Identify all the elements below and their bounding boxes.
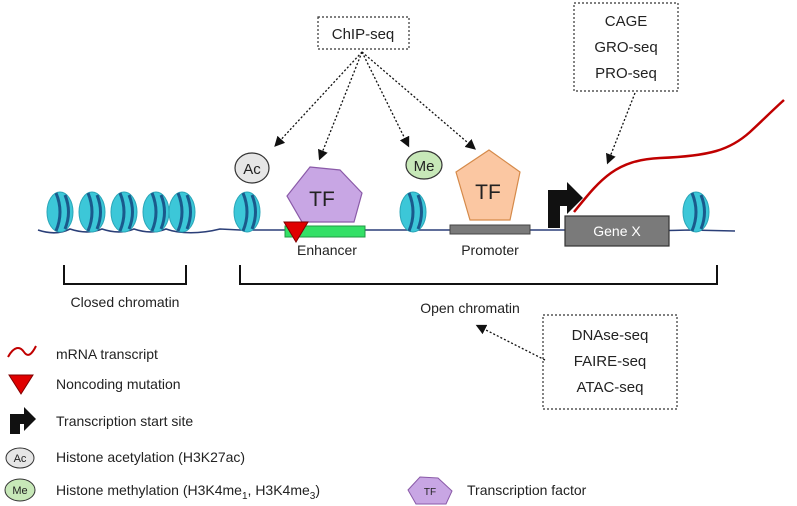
svg-text:PRO-seq: PRO-seq [595, 65, 657, 82]
svg-text:FAIRE-seq: FAIRE-seq [574, 353, 647, 370]
legend-tss-icon [10, 407, 36, 434]
methyl-mark: Me [405, 150, 443, 180]
mutation-marker [283, 221, 309, 243]
enhancer-region [284, 225, 366, 238]
gene-box [564, 215, 670, 247]
legend-methyl-icon [4, 478, 36, 502]
tf-promoter: TF [455, 149, 521, 221]
svg-text:Ac: Ac [14, 453, 27, 465]
svg-text:Transcription start site: Transcription start site [56, 413, 193, 429]
svg-text:Noncoding mutation: Noncoding mutation [56, 376, 181, 392]
chipseq-arrows [274, 51, 476, 161]
svg-text:TF: TF [475, 181, 501, 204]
open-bracket [239, 265, 718, 285]
svg-text:Me: Me [12, 485, 27, 497]
svg-text:CAGE: CAGE [605, 13, 648, 30]
legend-methylation-text: Histone methylation (H3K4me1, H3K4me3) [56, 482, 320, 502]
tf-enhancer: TF [286, 166, 363, 223]
legend: mRNA transcript Noncoding mutation Trans… [4, 345, 587, 505]
accessibility-assays-box: DNAse-seq FAIRE-seq ATAC-seq [542, 314, 678, 410]
svg-text:DNAse-seq: DNAse-seq [572, 327, 649, 344]
nucleosome-right [681, 190, 711, 234]
svg-text:ChIP-seq: ChIP-seq [332, 26, 395, 43]
legend-mrna-icon [7, 345, 37, 358]
transcription-arrow [605, 92, 636, 165]
svg-text:GRO-seq: GRO-seq [594, 39, 657, 56]
chipseq-box: ChIP-seq [317, 16, 410, 50]
svg-text:Histone acetylation (H3K27ac): Histone acetylation (H3K27ac) [56, 449, 245, 465]
promoter-label: Promoter [461, 242, 519, 258]
svg-text:Me: Me [414, 158, 435, 175]
mrna-transcript [573, 99, 785, 213]
promoter-region [449, 224, 531, 235]
legend-tf-icon [407, 476, 453, 505]
closed-bracket [63, 265, 187, 285]
gene-label: Gene X [593, 223, 641, 239]
closed-label: Closed chromatin [71, 294, 180, 310]
svg-text:ATAC-seq: ATAC-seq [577, 379, 644, 396]
svg-text:Transcription factor: Transcription factor [467, 482, 587, 498]
enhancer-label: Enhancer [297, 242, 357, 258]
nucleosome-me [398, 190, 428, 234]
svg-text:TF: TF [424, 487, 436, 498]
tss-arrow [548, 182, 583, 228]
nucleosome-ac [232, 190, 262, 234]
svg-text:mRNA transcript: mRNA transcript [56, 346, 158, 362]
accessibility-arrow [475, 324, 546, 361]
open-label: Open chromatin [420, 300, 520, 316]
legend-acetyl-icon [5, 447, 35, 469]
legend-mutation-icon [8, 374, 34, 395]
svg-text:Ac: Ac [243, 161, 261, 178]
svg-text:TF: TF [309, 188, 335, 211]
closed-nucleosomes [45, 190, 197, 234]
acetyl-mark: Ac [234, 152, 270, 184]
transcription-assays-box: CAGE GRO-seq PRO-seq [573, 2, 679, 92]
